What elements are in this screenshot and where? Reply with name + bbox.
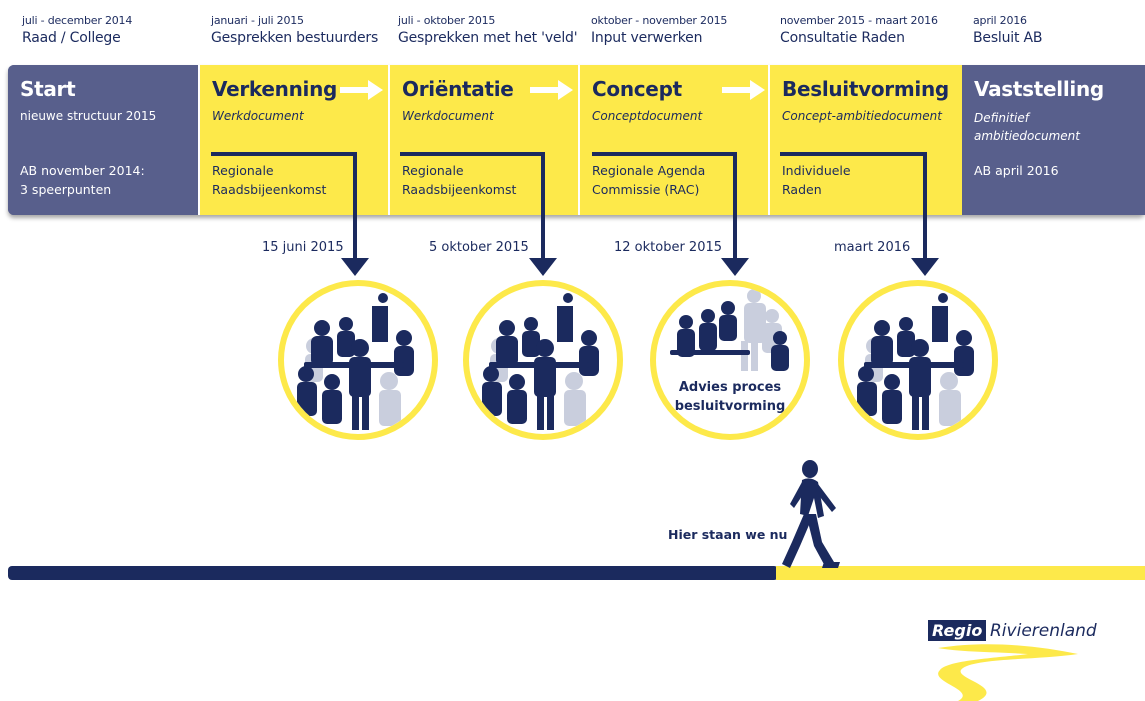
period-activity: Consultatie Raden [780, 30, 905, 46]
period-row: juli - december 2014 Raad / College janu… [0, 14, 1145, 54]
meeting-circle-1 [278, 280, 438, 440]
phase-title: Start [20, 77, 76, 101]
phase-vaststelling: Vaststelling Definitief ambitiedocument … [962, 65, 1145, 215]
arrow-down-icon [721, 258, 749, 276]
connector-line [400, 152, 545, 262]
meeting-circle-2 [463, 280, 623, 440]
period-3: juli - oktober 2015 Gesprekken met het '… [398, 14, 578, 46]
phase-note-line: Individuele [782, 163, 851, 178]
period-activity: Raad / College [22, 30, 121, 46]
phase-note-line: AB april 2016 [974, 163, 1059, 178]
meeting-people-icon [297, 293, 414, 430]
period-date: januari - juli 2015 [211, 14, 304, 27]
period-date: juli - december 2014 [22, 14, 133, 27]
logo-text-rivierenland: Rivierenland [990, 621, 1097, 641]
river-logo-icon [938, 644, 1078, 701]
connector-line [592, 152, 737, 262]
phase-note-line: Raadsbijeenkomst [212, 182, 327, 197]
phase-note-line: Commissie (RAC) [592, 182, 700, 197]
phase-note-line: Regionale Agenda [592, 163, 706, 178]
meeting-people-icon [857, 293, 974, 430]
period-activity: Gesprekken met het 'veld' [398, 30, 578, 46]
meeting-date: 5 oktober 2015 [429, 240, 529, 255]
meeting-caption-line: Advies proces [678, 380, 782, 395]
meeting-circle-4 [838, 280, 998, 440]
current-position-label: Hier staan we nu [668, 527, 788, 542]
connector-line [780, 152, 927, 262]
phase-title: Besluitvorming [782, 77, 949, 101]
phase-subtitle-line: Definitief [974, 111, 1029, 125]
meeting-caption-line: besluitvorming [674, 399, 786, 414]
period-activity: Input verwerken [591, 30, 703, 46]
phase-subtitle: nieuwe structuur 2015 [20, 109, 157, 123]
phase-note: AB november 2014: 3 speerpunten [20, 161, 145, 199]
phase-besluitvorming: Besluitvorming Concept-ambitiedocument I… [768, 65, 962, 215]
period-date: november 2015 - maart 2016 [780, 14, 938, 27]
meeting-date: 12 oktober 2015 [614, 240, 723, 255]
period-1: juli - december 2014 Raad / College [22, 14, 132, 46]
arrow-down-icon [529, 258, 557, 276]
period-date: april 2016 [973, 14, 1027, 27]
phase-note: Individuele Raden [782, 161, 851, 199]
phase-note-line: 3 speerpunten [20, 182, 112, 197]
regio-rivierenland-logo: Regio Rivierenland [918, 612, 1145, 701]
arrow-right-icon [722, 80, 765, 100]
phase-note: Regionale Agenda Commissie (RAC) [592, 161, 705, 199]
meeting-date: 15 juni 2015 [262, 240, 344, 255]
meeting-caption: Advies proces besluitvorming [656, 378, 804, 416]
period-activity: Besluit AB [973, 30, 1043, 46]
period-5: november 2015 - maart 2016 Consultatie R… [780, 14, 938, 46]
phase-title: Concept [592, 77, 682, 101]
arrow-down-icon [341, 258, 369, 276]
connector-line [211, 152, 357, 262]
phase-title: Oriëntatie [402, 77, 514, 101]
phase-note: Regionale Raadsbijeenkomst [212, 161, 326, 199]
phase-note-line: Regionale [402, 163, 464, 178]
meeting-people-icon [670, 289, 789, 371]
phase-start: Start nieuwe structuur 2015 AB november … [8, 65, 198, 215]
period-date: juli - oktober 2015 [398, 14, 496, 27]
walking-person-icon [782, 460, 840, 568]
meeting-people-icon [482, 293, 599, 430]
phase-subtitle-line: ambitiedocument [974, 129, 1080, 143]
phase-note: AB april 2016 [974, 161, 1059, 180]
phase-subtitle: Conceptdocument [592, 109, 703, 123]
phase-note-line: Regionale [212, 163, 274, 178]
arrow-right-icon [340, 80, 383, 100]
meeting-circle-3: Advies proces besluitvorming [650, 280, 810, 440]
period-2: januari - juli 2015 Gesprekken bestuurde… [211, 14, 378, 46]
phase-subtitle: Definitief ambitiedocument [974, 109, 1080, 145]
phase-title: Verkenning [212, 77, 338, 101]
phase-subtitle: Concept-ambitiedocument [782, 109, 942, 123]
arrow-down-icon [911, 258, 939, 276]
phase-note: Regionale Raadsbijeenkomst [402, 161, 516, 199]
period-4: oktober - november 2015 Input verwerken [591, 14, 727, 46]
phase-note-line: AB november 2014: [20, 163, 145, 178]
logo-text-regio: Regio [928, 620, 987, 641]
timeline-progress-done [8, 566, 778, 580]
meeting-date: maart 2016 [834, 240, 911, 255]
phase-note-line: Raden [782, 182, 822, 197]
period-date: oktober - november 2015 [591, 14, 728, 27]
period-activity: Gesprekken bestuurders [211, 30, 379, 46]
timeline-progress-remaining [776, 566, 1145, 580]
period-6: april 2016 Besluit AB [973, 14, 1042, 46]
phase-subtitle: Werkdocument [212, 109, 304, 123]
arrow-right-icon [530, 80, 573, 100]
phase-subtitle: Werkdocument [402, 109, 494, 123]
phase-note-line: Raadsbijeenkomst [402, 182, 517, 197]
phase-title: Vaststelling [974, 77, 1104, 101]
